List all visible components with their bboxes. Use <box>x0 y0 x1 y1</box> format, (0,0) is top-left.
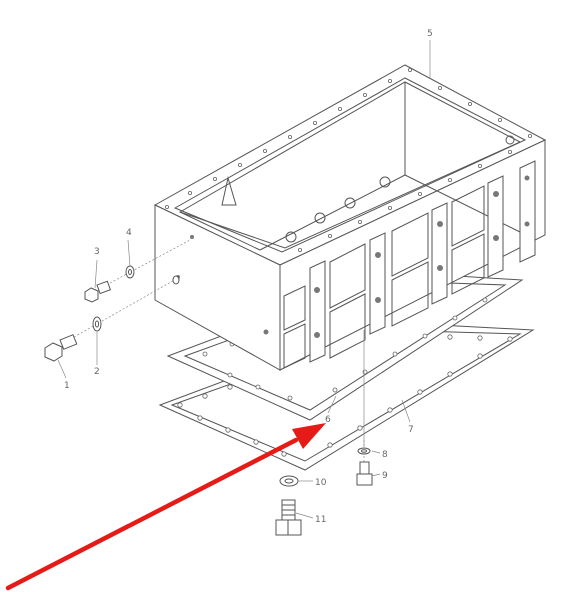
bolt-3 <box>84 239 191 303</box>
oil-pan-housing <box>153 64 547 371</box>
callout-5: 5 <box>427 29 433 39</box>
leader-lines <box>57 40 431 519</box>
callout-9: 9 <box>382 471 388 481</box>
red-arrow <box>5 423 326 591</box>
callout-4: 4 <box>126 228 132 238</box>
callout-8: 8 <box>382 450 388 460</box>
front-wall-ribs <box>283 160 536 369</box>
washer-4 <box>125 265 135 279</box>
callout-1: 1 <box>64 381 70 391</box>
callout-11: 11 <box>315 515 326 525</box>
nut-insert <box>172 275 180 285</box>
callout-10: 10 <box>315 478 327 488</box>
washer-10 <box>279 475 299 487</box>
callout-3: 3 <box>94 247 100 257</box>
callout-2: 2 <box>94 367 100 377</box>
gasket-holes <box>202 297 488 401</box>
red-arrow-shaft <box>5 437 299 591</box>
bolt-11 <box>275 499 302 536</box>
bolt-9 <box>356 440 373 486</box>
bolt-1 <box>44 277 179 362</box>
flange-holes <box>164 68 533 252</box>
red-arrow-head <box>292 423 326 449</box>
callout-7: 7 <box>408 425 414 435</box>
washer-2 <box>92 316 102 332</box>
callout-6: 6 <box>325 415 331 425</box>
